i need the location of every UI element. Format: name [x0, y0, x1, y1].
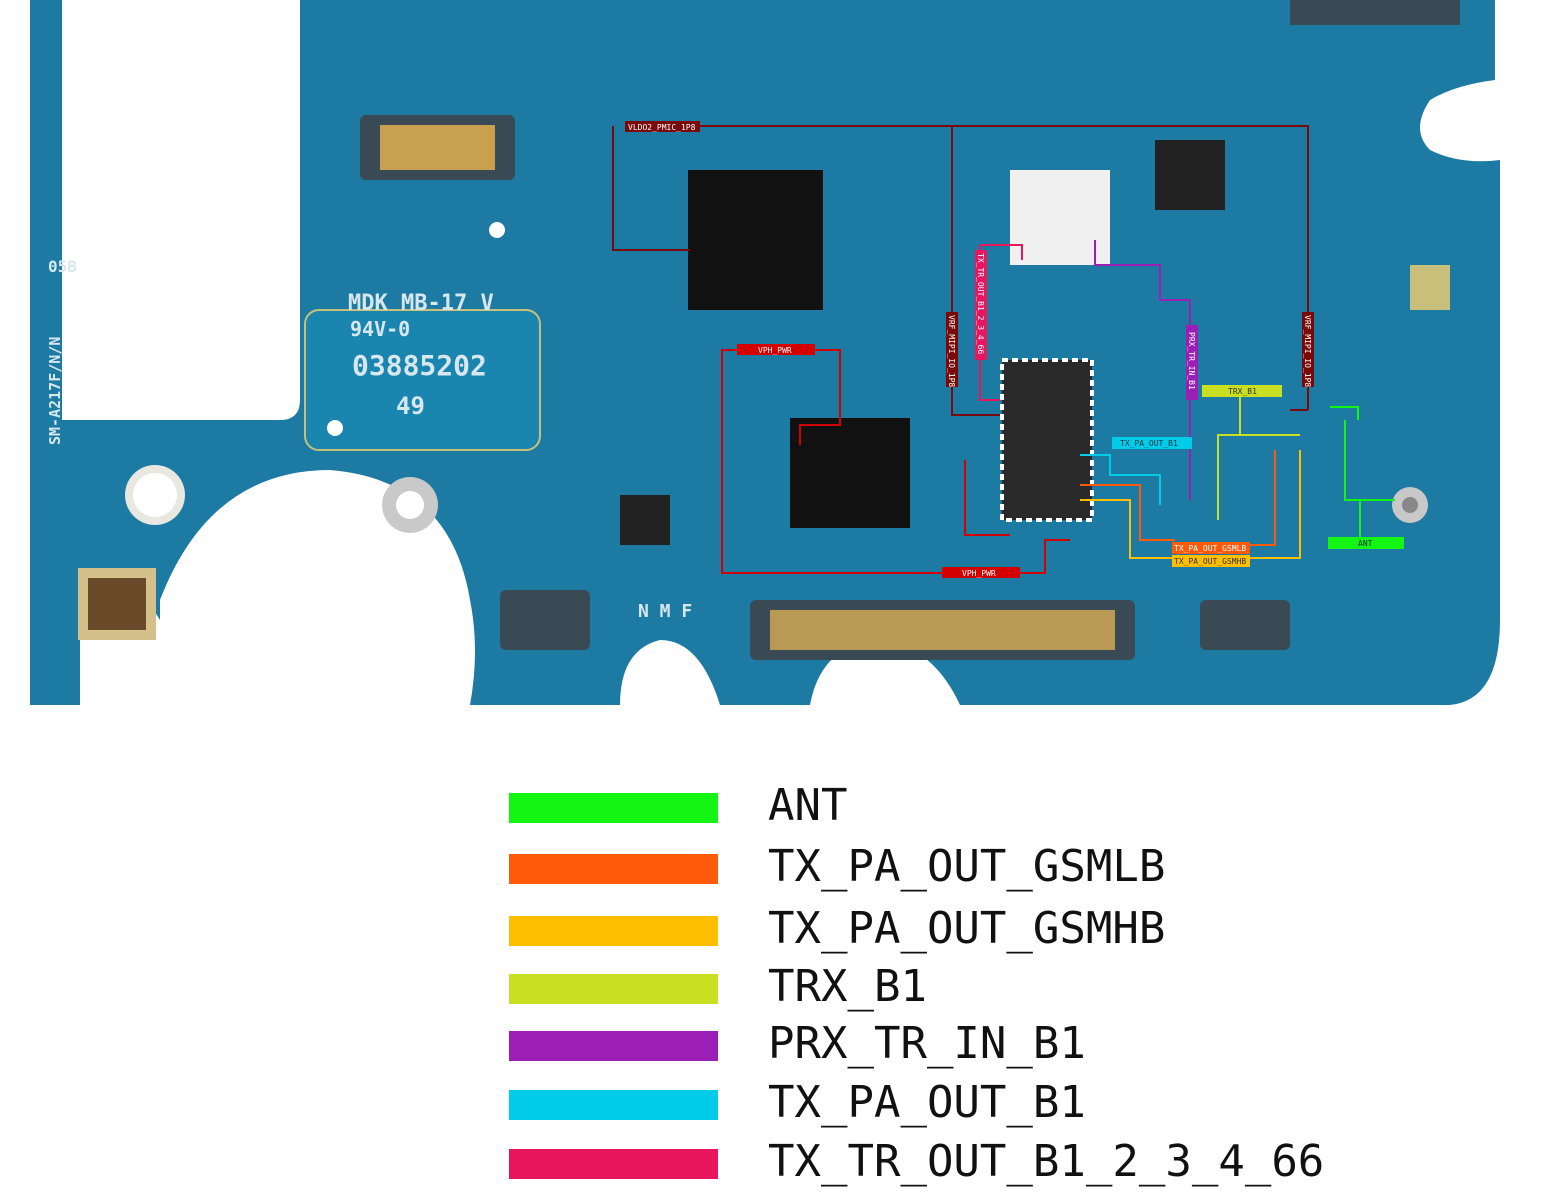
silk-number: 49 [396, 392, 425, 420]
legend-label: TX_PA_OUT_GSMLB [768, 841, 1166, 892]
pcb-board-diagram: MDK MB-17 V 94V-0 03885202 49 05B SM-A21… [30, 0, 1500, 705]
connector [500, 590, 590, 650]
legend-label: TX_PA_OUT_B1 [768, 1077, 1086, 1128]
legend-label: ANT [768, 780, 848, 831]
silk-part: SM-A217F/N/N [46, 337, 64, 445]
trace-trx [1217, 397, 1300, 520]
legend-item-ant: ANT [509, 780, 1409, 846]
legend-swatch [509, 1090, 718, 1120]
net-label-vph-pwr: VPH_PWR [758, 346, 792, 355]
legend-item-tx-pa-b1: TX_PA_OUT_B1 [509, 1077, 1409, 1143]
legend-swatch [509, 974, 718, 1004]
trace-gsmhb [1080, 450, 1301, 559]
silk-rating: 94V-0 [350, 317, 410, 341]
trace-gsmlb [1080, 450, 1276, 546]
trace-vrf1 [951, 126, 1000, 416]
legend-swatch [509, 854, 718, 884]
legend-label: TRX_B1 [768, 961, 927, 1012]
trace-vph [721, 349, 1070, 574]
net-label-ant: ANT [1358, 539, 1373, 548]
net-label-tx-pa-b1: TX_PA_OUT_B1 [1120, 439, 1178, 448]
board-cutout [62, 0, 300, 420]
net-label-vrf-mipi: VRF_MIPI_IO_1P8 [947, 315, 956, 387]
trace-tx-pa-b1 [1080, 454, 1161, 505]
net-label-gsmhb: TX_PA_OUT_GSMHB [1174, 557, 1246, 566]
legend-item-prx: PRX_TR_IN_B1 [509, 1018, 1409, 1084]
silk-nmf: N M F [638, 601, 692, 622]
connector [1200, 600, 1290, 650]
net-label-vph-pwr: VPH_PWR [962, 569, 996, 578]
bga-chip [790, 418, 910, 528]
antenna-connector [1410, 265, 1450, 310]
net-label-tx-tr-out: TX_TR_OUT_B1_2_3_4_66 [976, 253, 985, 354]
legend-label: TX_TR_OUT_B1_2_3_4_66 [768, 1136, 1325, 1187]
pmic-chip [688, 170, 823, 310]
legend-item-gsmlb: TX_PA_OUT_GSMLB [509, 841, 1409, 907]
bga-chip [1010, 170, 1110, 265]
legend-label: TX_PA_OUT_GSMHB [768, 903, 1166, 954]
legend-swatch [509, 1149, 718, 1179]
legend-item-gsmhb: TX_PA_OUT_GSMHB [509, 903, 1409, 969]
ic-chip [1155, 140, 1225, 210]
trace-ant [1330, 406, 1395, 540]
silk-serial: 03885202 [352, 349, 487, 382]
silk-panel [304, 309, 541, 451]
legend-swatch [509, 1031, 718, 1061]
net-label-trx-b1: TRX_B1 [1228, 387, 1257, 396]
silk-model: MDK MB-17 V [348, 291, 494, 316]
silk-rev: 05B [48, 257, 77, 276]
transceiver-chip [1000, 358, 1094, 522]
legend-item-trx-b1: TRX_B1 [509, 961, 1409, 1027]
net-label-prx: PRX_TR_IN_B1 [1187, 332, 1196, 390]
net-label-vrf-mipi: VRF_MIPI_IO_1P8 [1303, 315, 1312, 387]
legend-swatch [509, 916, 718, 946]
legend-item-tx-tr-out: TX_TR_OUT_B1_2_3_4_66 [509, 1136, 1409, 1202]
net-label-vldo2: VLDO2_PMIC_1P8 [628, 123, 696, 132]
net-label-gsmlb: TX_PA_OUT_GSMLB [1174, 544, 1246, 553]
legend-label: PRX_TR_IN_B1 [768, 1018, 1086, 1069]
legend-swatch [509, 793, 718, 823]
